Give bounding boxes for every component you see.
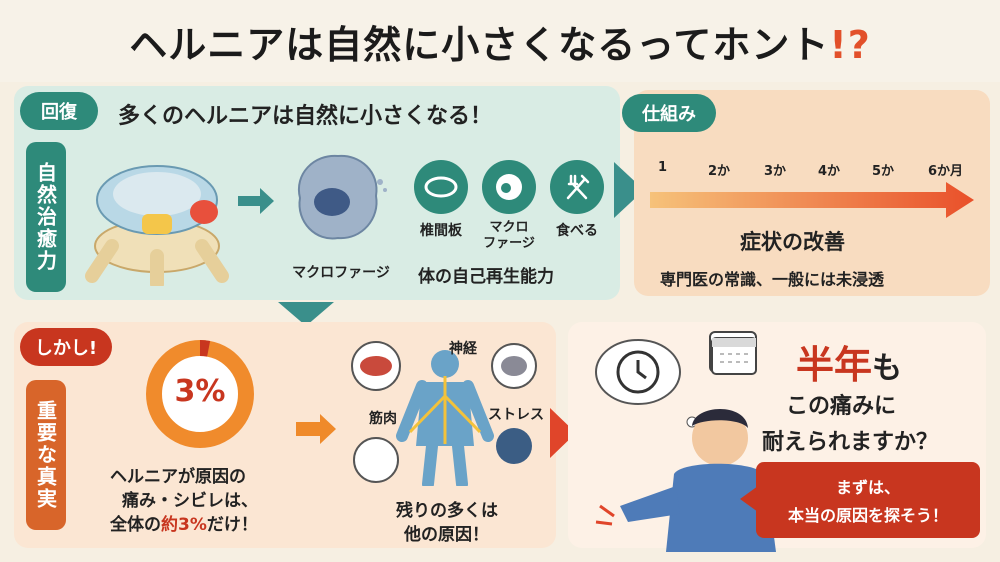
spine-disc-illustration <box>85 165 229 286</box>
important-truth-tab: 重要な真実 <box>26 380 66 530</box>
cta-box[interactable]: まずは、 本当の原因を探そう！ <box>756 462 980 538</box>
disc-icon-circle <box>414 160 468 214</box>
arrow-right-icon <box>296 414 336 444</box>
question-line2: この痛みに <box>786 394 897 419</box>
cta-line1: まずは、 <box>835 478 900 497</box>
tick-3: 3か <box>764 164 787 179</box>
disc-icon <box>424 176 458 198</box>
chevron-right-icon <box>614 162 644 218</box>
specialist-note: 専門医の常識、一般には未浸透 <box>660 270 885 289</box>
desc-line3: 全体の約3%だけ！ <box>110 515 258 535</box>
title-bar: ヘルニアは自然に小さくなるってホント!? <box>0 0 1000 82</box>
symptom-improvement: 症状の改善 <box>740 230 845 254</box>
disc-label: 椎間板 <box>420 223 462 239</box>
cta-line2: 本当の原因を探そう！ <box>787 506 948 525</box>
desc-line1: ヘルニアが原因の <box>110 467 246 487</box>
natural-healing-tab: 自然治癒力 <box>26 142 66 292</box>
tick-5: 5か <box>872 164 895 179</box>
however-badge: しかし! <box>20 328 112 366</box>
tick-2: 2か <box>708 164 731 179</box>
nerve-label: 神経 <box>449 341 477 357</box>
timeline-ticks: 1 2か 3か 4か 5か 6か月 <box>650 160 970 180</box>
fork-knife-icon-circle <box>550 160 604 214</box>
conclusion-line2: 他の原因！ <box>404 525 489 545</box>
arrow-icon <box>238 188 274 214</box>
macrophage-icon <box>496 174 522 200</box>
chevron-right-red-icon <box>550 408 576 458</box>
timeline-arrow <box>650 182 974 218</box>
body-illustration <box>351 341 537 486</box>
title-mark: !? <box>829 22 871 67</box>
question-line3: 耐えられますか？ <box>762 430 939 455</box>
fork-knife-icon <box>566 174 590 200</box>
self-regeneration-label: 体の自己再生能力 <box>418 267 554 287</box>
cta-pointer <box>740 486 758 512</box>
donut-slice <box>199 340 211 357</box>
recovery-heading: 多くのヘルニアは自然に小さくなる！ <box>118 104 493 129</box>
tick-1: 1 <box>658 160 668 175</box>
percent-value: 3% <box>174 374 226 409</box>
mechanism-badge: 仕組み <box>622 94 716 132</box>
percent-donut <box>146 340 254 448</box>
tick-4: 4か <box>818 164 841 179</box>
stress-label: ストレス <box>488 407 544 423</box>
macrophage-illustration <box>297 154 387 240</box>
macrophage-label: マクロファージ <box>292 265 390 281</box>
desc-line2: 痛み・シビレは、 <box>122 491 258 511</box>
macrophage-icon-circle <box>482 160 536 214</box>
tick-6: 6か月 <box>928 164 964 179</box>
worried-person-illustration <box>595 331 776 552</box>
conclusion-line1: 残りの多くは <box>396 501 498 521</box>
muscle-label: 筋肉 <box>369 411 397 427</box>
eat-label: 食べる <box>556 223 598 239</box>
half-year-headline: 半年も <box>796 343 903 387</box>
recovery-badge: 回復 <box>20 92 98 130</box>
macrophage-icon-label: マクロ ファージ <box>483 220 535 251</box>
arrow-down-icon <box>278 302 334 326</box>
calendar-icon <box>711 337 757 375</box>
percent-emphasis: 約3% <box>161 515 207 535</box>
page-title: ヘルニアは自然に小さくなるってホント!? <box>129 22 871 67</box>
